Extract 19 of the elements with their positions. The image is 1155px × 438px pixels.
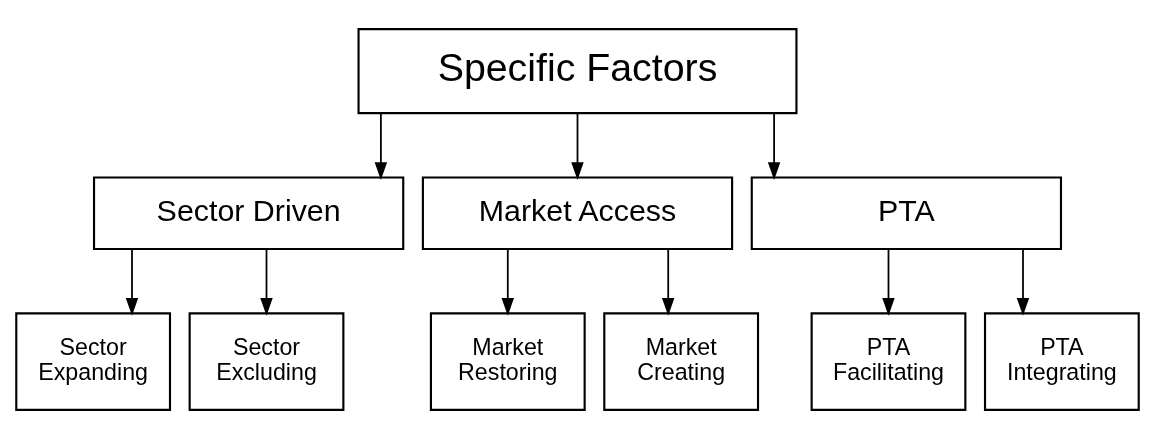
- node-box: Market Access: [421, 175, 734, 250]
- arrow: [661, 247, 675, 316]
- arrow: [260, 247, 273, 316]
- node-box: PTA Facilitating: [810, 311, 967, 411]
- node-box: Sector Driven: [92, 175, 405, 250]
- node-box: Sector Expanding: [15, 311, 172, 411]
- arrow: [882, 247, 895, 316]
- node-box: PTA: [750, 175, 1063, 250]
- node-box: PTA Integrating: [983, 311, 1140, 411]
- node-box: Sector Excluding: [188, 311, 345, 411]
- arrow: [571, 112, 584, 180]
- node-box: Specific Factors: [357, 27, 798, 114]
- node-box: Market Restoring: [429, 311, 586, 411]
- node-box: Market Creating: [603, 311, 760, 411]
- arrow: [125, 247, 139, 316]
- arrow: [374, 112, 388, 180]
- arrow: [767, 112, 781, 180]
- arrow: [1016, 247, 1030, 316]
- arrow: [501, 247, 515, 316]
